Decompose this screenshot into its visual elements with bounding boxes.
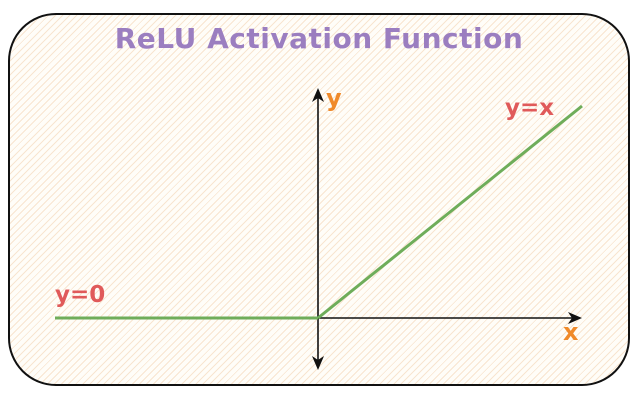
y-axis-label: y — [326, 84, 342, 112]
diagram-title: ReLU Activation Function — [114, 22, 524, 55]
negative-region-label: y=0 — [55, 282, 106, 308]
y-axis-arrow-down-icon — [312, 356, 324, 370]
relu-linear-segment — [317, 104, 583, 320]
diagram-frame — [8, 13, 630, 386]
x-axis-label: x — [563, 318, 579, 346]
positive-region-label: y=x — [505, 95, 555, 121]
x-axis-arrow-icon — [568, 312, 582, 324]
y-axis-arrow-up-icon — [312, 88, 324, 102]
